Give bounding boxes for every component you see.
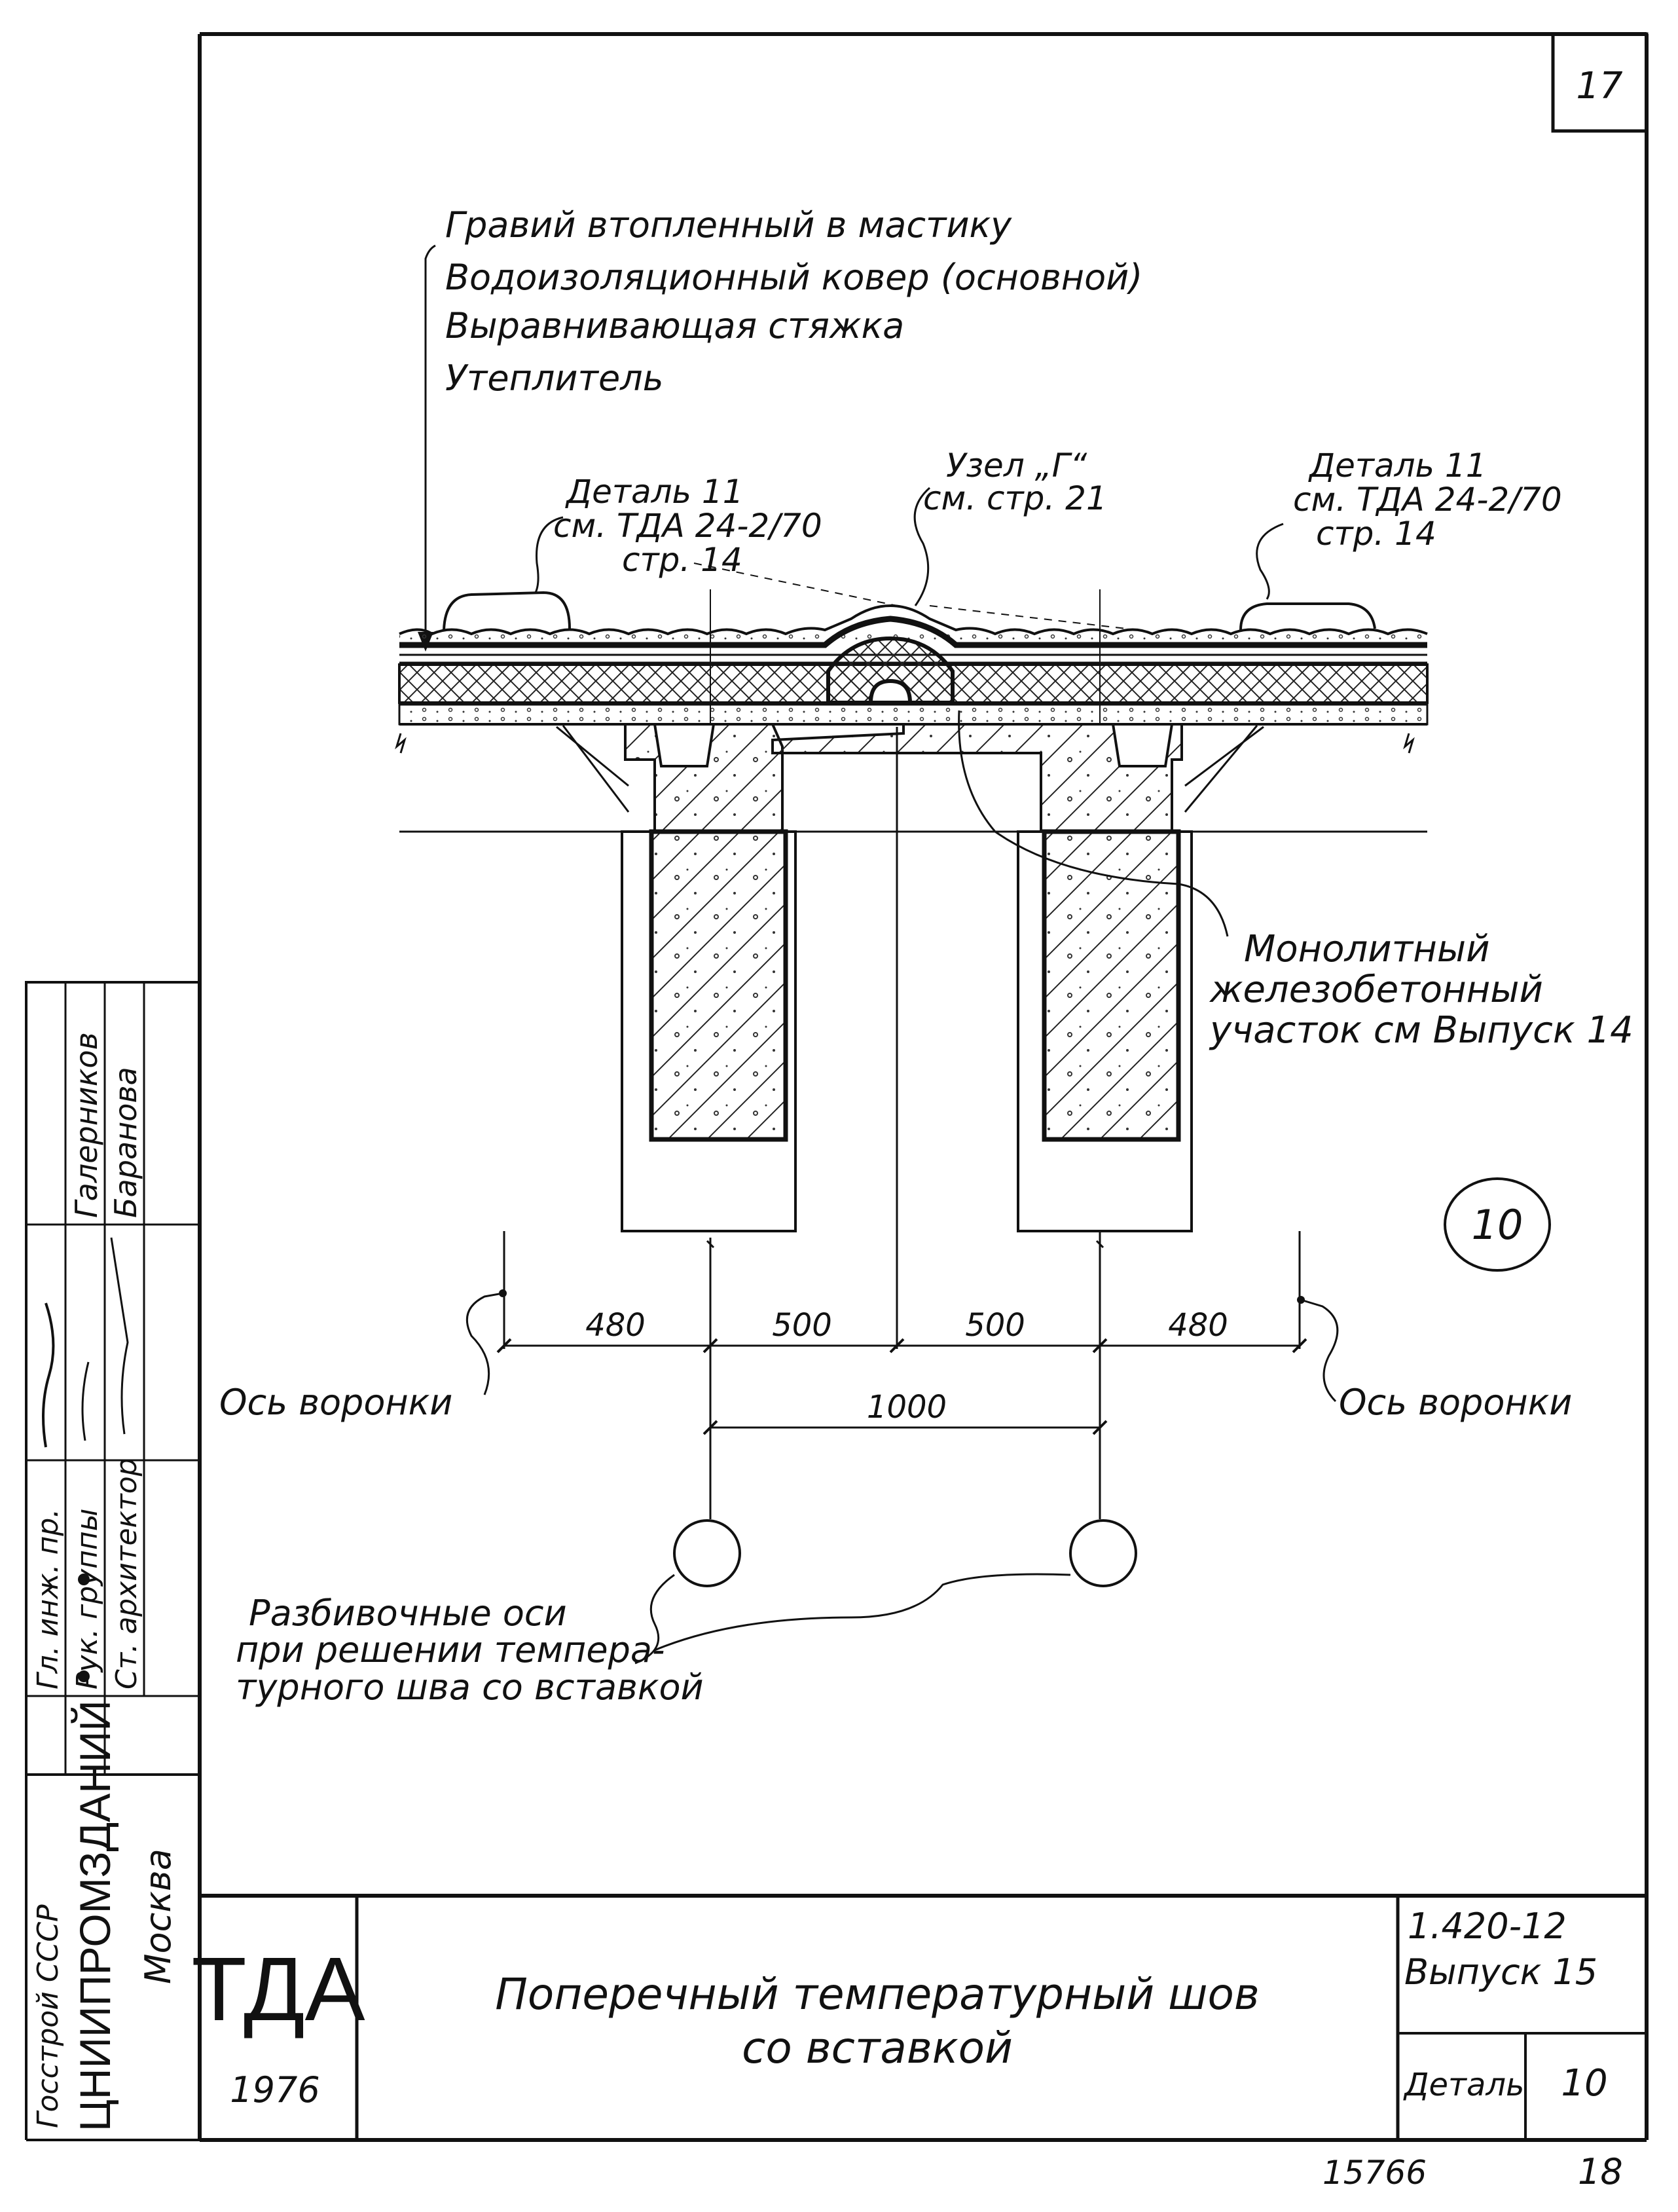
layout-axes-line1: Разбивочные оси <box>249 1593 567 1634</box>
drawing-title-line1: Поперечный температурный шов <box>495 1969 1260 2019</box>
callout-axis-right: Ось воронки <box>1297 1296 1572 1423</box>
sheet-frame <box>198 32 1649 2142</box>
stamp-name-1: Галерников <box>69 1032 104 1218</box>
doc-code: 1.420-12 <box>1408 1906 1567 1947</box>
svg-text:Узел „Г“: Узел „Г“ <box>946 447 1087 485</box>
svg-text:стр. 14: стр. 14 <box>1316 515 1436 553</box>
stamp-role-2: Рук. группы <box>71 1509 104 1689</box>
series-code: ТДА <box>191 1939 365 2040</box>
svg-text:Деталь 11: Деталь 11 <box>565 473 744 511</box>
layer-insulation: Утеплитель <box>445 358 664 399</box>
svg-text:10: 10 <box>1472 1201 1523 1249</box>
doc-issue: Выпуск 15 <box>1404 1951 1597 1993</box>
dim-480-left: 480 <box>585 1307 646 1344</box>
svg-text:Ось воронки: Ось воронки <box>1339 1382 1572 1423</box>
layout-axis-circles <box>634 1519 1137 1665</box>
svg-text:см. ТДА 24-2/70: см. ТДА 24-2/70 <box>553 507 822 545</box>
axis-lines <box>503 589 1301 1519</box>
callout-axis-left: Ось воронки <box>219 1289 507 1423</box>
dimension-lines <box>496 1338 1307 1435</box>
stamp-signatures <box>42 1237 129 1682</box>
callout-node: Узел „Г“ см. стр. 21 <box>693 447 1127 629</box>
stamp-role-3: Ст. архитектор <box>110 1458 143 1689</box>
svg-text:стр. 14: стр. 14 <box>622 541 742 579</box>
stamp-name-2: Баранова <box>108 1067 143 1218</box>
layer-membrane: Водоизоляционный ковер (основной) <box>445 257 1142 298</box>
roof-section <box>395 591 1429 833</box>
column-left <box>621 829 797 1232</box>
side-stamp <box>25 981 201 2141</box>
svg-text:см. ТДА 24-2/70: см. ТДА 24-2/70 <box>1293 481 1562 519</box>
stamp-role-1: Гл. инж. пр. <box>31 1509 65 1689</box>
callout-detail-right: Деталь 11 см. ТДА 24-2/70 стр. 14 <box>1256 447 1562 600</box>
series-year: 1976 <box>230 2069 319 2111</box>
stamp-org-city: Москва <box>137 1849 179 1984</box>
layer-leader-arrow <box>418 244 436 652</box>
svg-text:Ось воронки: Ось воронки <box>219 1382 452 1423</box>
column-right <box>1017 829 1193 1232</box>
layout-axes-line3: турного шва со вставкой <box>236 1667 704 1708</box>
detail-mark: 10 <box>1444 1177 1551 1272</box>
detail-value: 10 <box>1561 2062 1607 2105</box>
detail-label: Деталь <box>1403 2067 1524 2103</box>
svg-text:участок см Выпуск 14: участок см Выпуск 14 <box>1209 1009 1633 1052</box>
title-block <box>200 1894 1647 2140</box>
dim-500-right: 500 <box>965 1307 1025 1344</box>
svg-text:железобетонный: железобетонный <box>1209 968 1543 1011</box>
callout-monolith: Монолитный железобетонный участок см Вып… <box>958 710 1633 1052</box>
layout-axes-line2: при решении темпера- <box>236 1629 665 1670</box>
svg-text:Монолитный: Монолитный <box>1244 928 1489 970</box>
stamp-org-top: Госстрой СССР <box>31 1904 65 2128</box>
dim-480-right: 480 <box>1168 1307 1228 1344</box>
callout-detail-left: Деталь 11 см. ТДА 24-2/70 стр. 14 <box>534 473 822 593</box>
svg-text:см. стр. 21: см. стр. 21 <box>923 479 1107 517</box>
footer-sheet-number: 18 <box>1578 2151 1623 2192</box>
svg-text:Деталь 11: Деталь 11 <box>1308 447 1487 485</box>
dim-500-left: 500 <box>772 1307 832 1344</box>
layer-screed: Выравнивающая стяжка <box>445 305 904 346</box>
footer-archive-number: 15766 <box>1322 2154 1427 2192</box>
layer-gravel: Гравий втопленный в мастику <box>445 204 1012 246</box>
stamp-org-main: ЦНИИПРОМЗДАНИЙ <box>70 1700 119 2131</box>
drawing-title-line2: со вставкой <box>742 2023 1013 2073</box>
dim-1000: 1000 <box>867 1389 947 1426</box>
page-number: 17 <box>1576 65 1623 107</box>
